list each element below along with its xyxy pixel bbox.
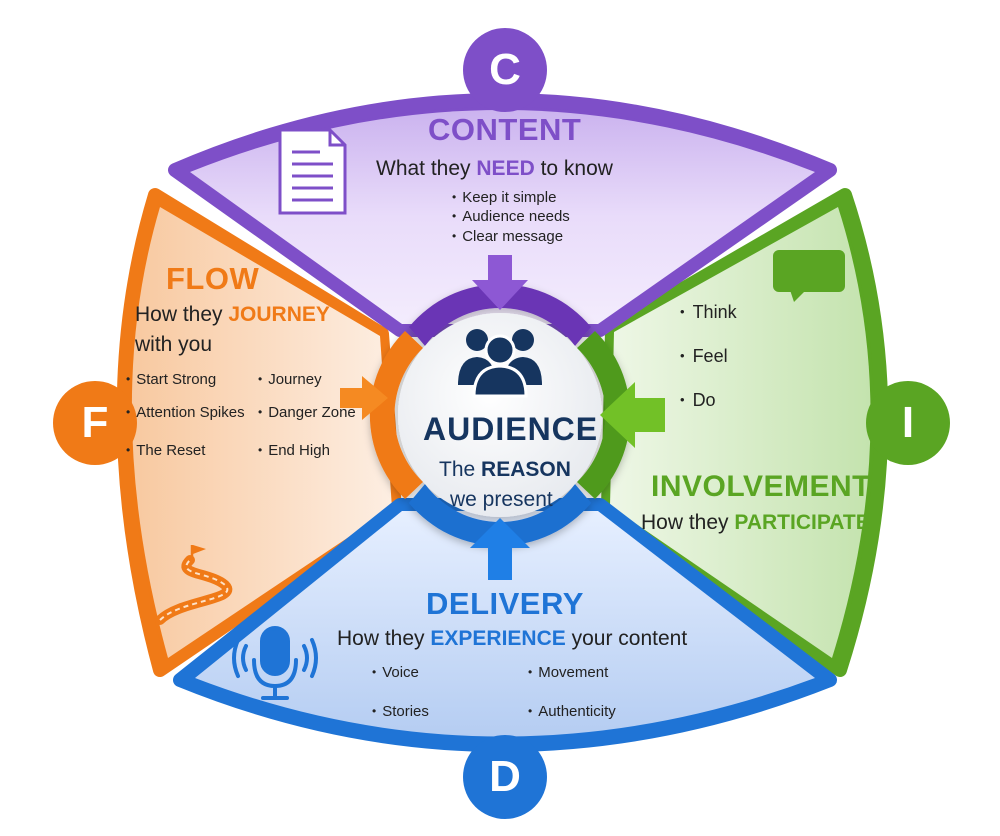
involvement-bullet: Think: [680, 302, 737, 323]
flow-bullet: Start Strong: [126, 371, 216, 388]
delivery-subtitle-pre: How they: [337, 627, 431, 650]
delivery-bullet: Voice: [372, 664, 419, 681]
flow-subtitle-pre: How they: [135, 303, 229, 326]
center-subtitle: The REASON: [439, 458, 571, 482]
content-subtitle-post: to know: [534, 157, 613, 180]
flow-bullet: Danger Zone: [258, 404, 356, 421]
involvement-subtitle-pre: How they: [641, 511, 735, 534]
delivery-arrow: [470, 518, 530, 580]
flow-bullet: The Reset: [126, 442, 205, 459]
involvement-subtitle-emphasis: PARTICIPATE: [734, 511, 870, 534]
flow-bullet: Journey: [258, 371, 321, 388]
delivery-bullet: Authenticity: [528, 703, 616, 720]
flow-subtitle-line2: with you: [135, 333, 213, 356]
document-icon: [278, 128, 347, 215]
winding-road-icon: [155, 545, 233, 625]
delivery-badge: D: [489, 752, 521, 801]
delivery-heading: DELIVERY: [426, 586, 584, 621]
center-ring: [369, 284, 631, 546]
involvement-arrow: [600, 382, 665, 448]
content-subtitle-pre: What they: [376, 157, 477, 180]
flow-subtitle-emphasis: JOURNEY: [228, 303, 330, 326]
people-group-icon: [458, 329, 542, 398]
involvement-heading: INVOLVEMENT: [651, 470, 871, 503]
content-bullet: Clear message: [452, 228, 563, 245]
involvement-badge-circle: [866, 381, 950, 465]
content-heading: CONTENT: [428, 112, 582, 147]
delivery-bullet: Stories: [372, 703, 429, 720]
content-badge: C: [489, 45, 521, 94]
content-arrow: [472, 255, 528, 310]
content-badge-circle: [463, 28, 547, 112]
flow-badge: F: [81, 398, 109, 447]
flow-heading: FLOW: [166, 261, 260, 296]
involvement-bullet: Do: [680, 390, 716, 411]
microphone-icon: [232, 626, 318, 700]
flow-badge-circle: [53, 381, 137, 465]
flow-bullet: Attention Spikes: [126, 404, 244, 421]
involvement-badge: I: [901, 398, 915, 447]
delivery-subtitle-emphasis: EXPERIENCE: [430, 627, 566, 650]
delivery-subtitle: How they EXPERIENCE your content: [337, 627, 687, 651]
center-subtitle-pre: The: [439, 458, 482, 481]
center-subtitle-line2: we present: [450, 488, 553, 511]
involvement-quadrant: [601, 188, 889, 677]
chat-bubble-icon: [773, 250, 845, 302]
involvement-bullet: Feel: [680, 346, 728, 367]
delivery-subtitle-post: your content: [565, 627, 688, 650]
flow-bullet: End High: [258, 442, 330, 459]
center-title: AUDIENCE: [423, 411, 599, 447]
delivery-bullet: Movement: [528, 664, 608, 681]
delivery-badge-circle: [463, 735, 547, 819]
content-subtitle-emphasis: NEED: [476, 157, 535, 180]
content-bullet: Keep it simple: [452, 189, 556, 206]
content-bullet: Audience needs: [452, 208, 570, 225]
delivery-quadrant: [173, 498, 837, 752]
flow-subtitle: How they JOURNEY: [135, 303, 330, 327]
flow-arrow: [340, 376, 388, 420]
involvement-subtitle: How they PARTICIPATE: [641, 511, 870, 535]
center-subtitle-emphasis: REASON: [481, 458, 571, 481]
content-subtitle: What they NEED to know: [376, 157, 613, 181]
